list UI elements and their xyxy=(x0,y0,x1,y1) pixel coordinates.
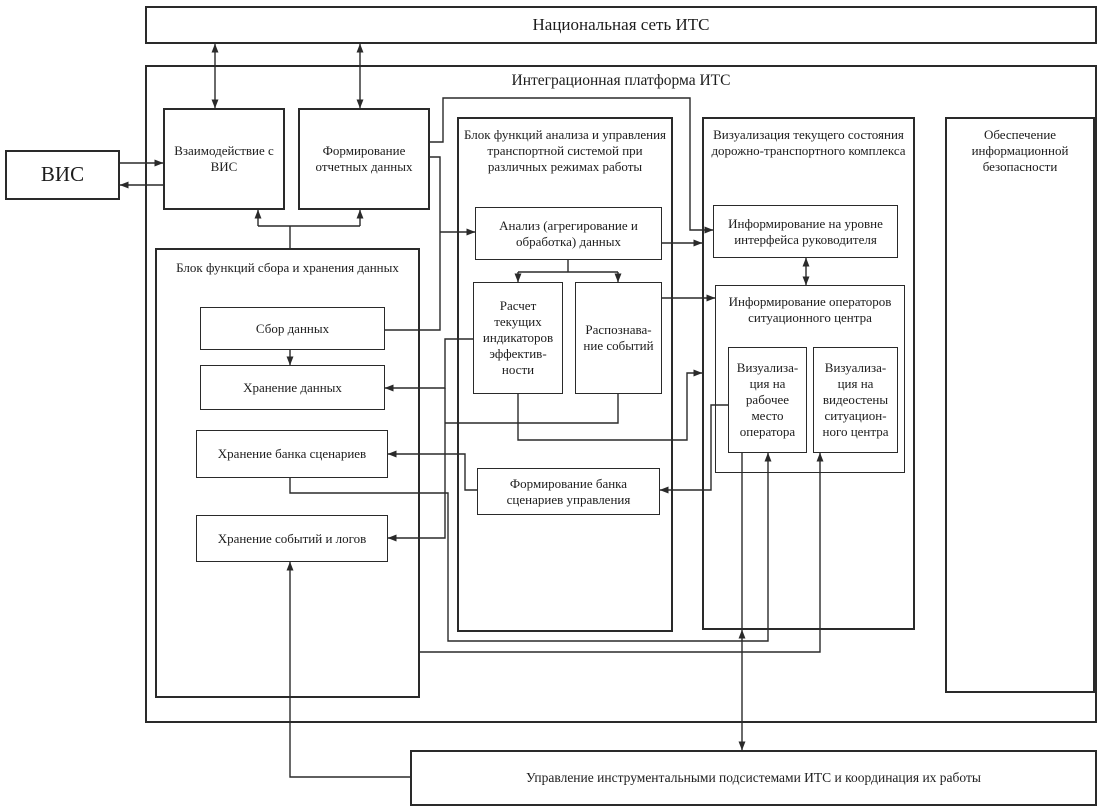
information-security-container: Обеспечение информационной безопасности xyxy=(945,117,1095,693)
workplace-visualization-box: Визуализа­ция на рабочее место оператора xyxy=(728,347,807,453)
integration-platform-title: Интеграционная платформа ИТС xyxy=(511,72,731,89)
national-its-network-label: Национальная сеть ИТС xyxy=(532,14,710,34)
reporting-data-box: Формирование отчетных данных xyxy=(298,108,430,210)
event-log-storage-label: Хранение событий и логов xyxy=(217,530,367,546)
efficiency-indicators-label: Расчет текущих индикаторов эффектив­ност… xyxy=(482,298,554,377)
scenario-bank-storage-box: Хранение банка сценариев xyxy=(196,430,388,478)
connector-bank-storage-to-workplace xyxy=(289,452,772,642)
data-collection-box: Сбор данных xyxy=(200,307,385,350)
connector-storage-stem xyxy=(258,225,360,248)
data-collection-label: Сбор данных xyxy=(255,320,330,336)
connector-management-to-event-log xyxy=(286,561,410,778)
connector-workplace-to-formation xyxy=(659,404,728,494)
national-its-network-box: Национальная сеть ИТС xyxy=(145,6,1097,44)
data-storage-label: Хранение данных xyxy=(243,379,342,395)
videowall-visualization-box: Визуализа­ция на видеосте­ны ситуацион­н… xyxy=(813,347,898,453)
connector-recognition-stem xyxy=(445,394,619,424)
data-analysis-label: Анализ (агрегирование и обработка) данны… xyxy=(499,217,638,249)
vis-external-system-box: ВИС xyxy=(5,150,120,200)
connector-analysis-split xyxy=(518,260,618,273)
vis-interaction-label: Взаимодействие с ВИС xyxy=(174,143,274,174)
manager-informing-label: Информирование на уровне интерфейса руко… xyxy=(728,215,883,247)
event-recognition-label: Распознава­ние событий xyxy=(583,322,654,353)
connector-reporting-collection-bus xyxy=(385,156,441,331)
connector-reporting-to-manager-informing xyxy=(430,97,714,234)
event-recognition-box: Распознава­ние событий xyxy=(575,282,662,394)
storage-functions-container: Блок функций сбора и хранения данных xyxy=(155,248,420,698)
videowall-visualization-label: Визуализа­ция на видеосте­ны ситуацион­н… xyxy=(822,360,889,439)
integration-platform-container: Интеграционная платформа ИТС xyxy=(145,65,1097,723)
scenario-bank-formation-label: Формирование банка сценариев управления xyxy=(506,475,631,507)
visualization-container: Визуализация текущего состояния дорожно-… xyxy=(702,117,915,630)
connector-indicators-to-data-storage xyxy=(384,338,473,392)
connector-storage-to-videowall xyxy=(420,452,824,653)
scenario-bank-formation-box: Формирование банка сценариев управления xyxy=(477,468,660,515)
analysis-functions-container: Блок функций анализа и управления трансп… xyxy=(457,117,673,632)
storage-functions-title: Блок функций сбора и хранения данных xyxy=(176,260,399,275)
operator-informing-container: Информирование операторов ситуационного … xyxy=(715,285,905,473)
reporting-data-label: Формирование отчетных данных xyxy=(315,143,413,174)
connector-formation-to-bank-storage xyxy=(387,450,477,491)
operator-informing-title: Информирование операторов ситуационного … xyxy=(728,294,892,325)
analysis-functions-title: Блок функций анализа и управления трансп… xyxy=(463,127,667,174)
visualization-title: Визуализация текущего состояния дорожно-… xyxy=(711,127,906,158)
subsystem-management-box: Управление инструментальными подсистемам… xyxy=(410,750,1097,806)
connector-indicators-to-visualization xyxy=(517,369,703,441)
vis-label: ВИС xyxy=(40,162,85,187)
manager-informing-box: Информирование на уровне интерфейса руко… xyxy=(713,205,898,258)
scenario-bank-storage-label: Хранение банка сценариев xyxy=(217,446,367,462)
vis-interaction-box: Взаимодействие с ВИС xyxy=(163,108,285,210)
workplace-visualization-label: Визуализа­ция на рабочее место оператора xyxy=(736,360,799,439)
efficiency-indicators-box: Расчет текущих индикаторов эффектив­ност… xyxy=(473,282,563,394)
event-log-storage-box: Хранение событий и логов xyxy=(196,515,388,562)
connector-to-event-log-storage xyxy=(387,423,446,542)
data-storage-box: Хранение данных xyxy=(200,365,385,410)
data-analysis-box: Анализ (агрегирование и обработка) данны… xyxy=(475,207,662,260)
subsystem-management-label: Управление инструментальными подсистемам… xyxy=(526,769,981,785)
information-security-label: Обеспечение информационной безопасности xyxy=(971,127,1069,174)
